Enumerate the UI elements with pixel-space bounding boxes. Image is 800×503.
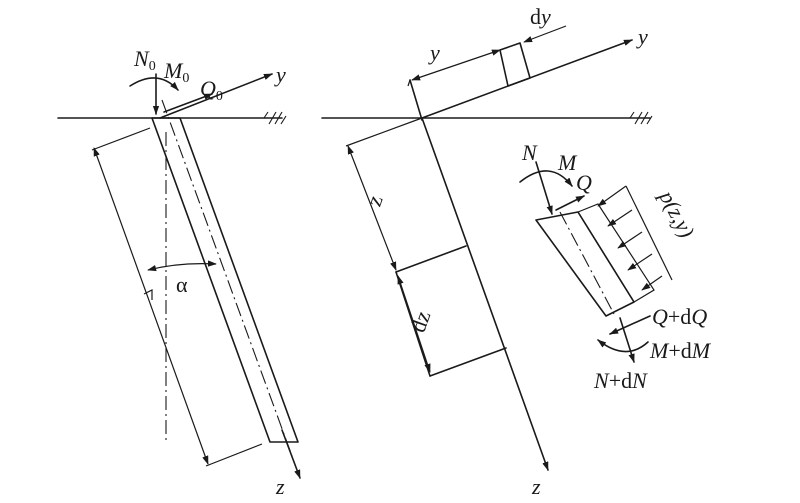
QdQ-arrow — [609, 315, 651, 335]
element-free-body: p(z,y) N M Q Q+dQ M+dM N+dN — [519, 140, 712, 393]
element-centerline — [559, 211, 615, 315]
y-dimension — [411, 49, 501, 81]
pile-length-tick-top — [91, 127, 151, 151]
M-label: M — [557, 150, 578, 175]
z-top-tick — [345, 117, 423, 147]
dz-top-edge — [395, 245, 467, 273]
dz-bottom-edge — [429, 347, 507, 377]
Q0-arrow — [163, 93, 213, 113]
ground-hatch-left — [263, 111, 287, 125]
y-dimension-label: y — [428, 40, 440, 65]
inclined-pile — [151, 117, 299, 443]
NdN-label: N+dN — [593, 368, 648, 393]
right-pile-axis — [421, 117, 549, 471]
N-arrow — [535, 161, 553, 215]
Q0-label: Q0 — [200, 76, 223, 104]
Q-arrow — [555, 195, 585, 211]
dy-label: dy — [530, 4, 551, 29]
z-dimension — [347, 145, 397, 271]
pile-centerline — [161, 99, 293, 457]
z-axis-left-label: z — [275, 474, 285, 499]
z-axis-left — [281, 429, 301, 479]
M-arc — [519, 170, 573, 187]
alpha-arc — [147, 260, 217, 272]
dz-dimension — [397, 275, 431, 373]
z-dimension-label: z — [361, 191, 388, 209]
M0-label: M0 — [163, 58, 189, 86]
left-figure: α y N0 M0 Q0 z — [57, 46, 301, 499]
load-arrows — [597, 185, 663, 291]
right-vertical-reference — [409, 79, 423, 121]
load-envelope — [625, 185, 673, 281]
NdN-arrow — [619, 317, 635, 363]
small-hook — [143, 289, 153, 300]
y-dimension-tick — [407, 79, 411, 87]
z-axis-right-label: z — [531, 474, 541, 499]
pile-length-tick-bottom — [205, 443, 263, 467]
ground-hatch-right — [629, 111, 653, 125]
M0-arc — [129, 77, 179, 91]
element-body — [535, 211, 635, 317]
N0-label: N0 — [133, 46, 156, 74]
dy-arrow — [523, 25, 567, 43]
Q-label: Q — [576, 170, 592, 195]
QdQ-label: Q+dQ — [652, 304, 707, 329]
y-axis-left-label: y — [274, 62, 286, 87]
element-strip — [577, 203, 655, 303]
right-figure: z y y dy z dz — [321, 4, 712, 499]
alpha-label: α — [176, 272, 188, 297]
dy-strip — [499, 42, 531, 87]
MdM-arc — [597, 339, 649, 353]
y-axis-right-label: y — [636, 24, 648, 49]
pile-length-dimension — [93, 147, 209, 465]
dz-label: dz — [405, 307, 436, 335]
load-label: p(z,y) — [654, 185, 700, 242]
y-axis-left — [159, 73, 273, 119]
N-label: N — [521, 140, 538, 165]
MdM-label: M+dM — [649, 338, 712, 363]
